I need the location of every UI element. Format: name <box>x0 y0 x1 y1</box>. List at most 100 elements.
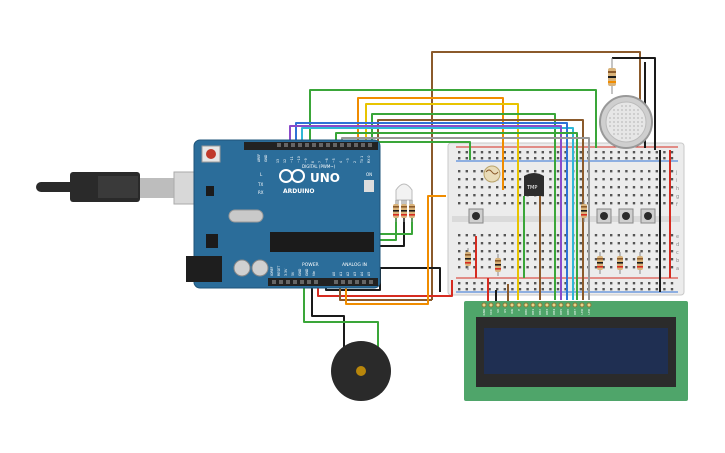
wire-orange-a <box>345 195 446 305</box>
digital-pin-label: ~3 <box>346 158 350 163</box>
lcd-pin-label: DB3 <box>545 309 549 315</box>
tmp-label: TMP <box>526 185 537 191</box>
lcd-pin-label: DB1 <box>531 309 535 315</box>
power-pin-label: RESET <box>277 266 281 276</box>
arduino-logo: ARDUINO UNO <box>279 169 340 195</box>
bb-letter: c <box>676 250 679 256</box>
digital-pin-label: 2 <box>353 161 357 163</box>
digital-pin-label: 13 <box>276 159 280 163</box>
digital-pin-label: RX 0 <box>367 156 371 163</box>
usb-cable[interactable] <box>36 171 197 205</box>
bb-letter: f <box>676 202 678 208</box>
analog-pin-label: A4 <box>360 272 364 276</box>
resistor[interactable] <box>393 200 399 222</box>
wire-buzzer-green <box>303 282 379 356</box>
wire-purple <box>289 125 562 300</box>
power-pin-label: GND <box>305 268 309 276</box>
resistor[interactable] <box>597 252 603 274</box>
bb-letter: j <box>675 170 677 176</box>
led-l-label: L <box>260 172 263 177</box>
lcd-pin-label: DB7 <box>573 309 577 315</box>
resistor-gas[interactable] <box>608 58 616 94</box>
resistor[interactable] <box>401 200 407 222</box>
bb-letter: h <box>676 186 679 192</box>
arduino-brand-text: ARDUINO <box>283 188 314 195</box>
digital-pin-label: 8 <box>311 161 315 163</box>
resistor[interactable] <box>617 252 623 274</box>
resistors-rgb[interactable] <box>393 200 415 222</box>
digital-pin-label: 12 <box>283 159 287 163</box>
digital-label: DIGITAL (PWM~) <box>302 164 336 169</box>
lcd-pin-label: VCC <box>489 309 493 315</box>
digital-pin-label: 7 <box>318 161 322 163</box>
lcd-pin-label: DB6 <box>566 309 570 315</box>
digital-pin-label: ~11 <box>290 156 294 163</box>
power-pin-label: 5V <box>291 271 295 276</box>
resistor[interactable] <box>465 248 471 270</box>
bb-letter: e <box>676 234 679 240</box>
analog-pin-label: A1 <box>339 272 343 276</box>
lcd-pin-label: RW <box>510 309 514 314</box>
lcd-screen <box>484 328 668 374</box>
tmp-sensor[interactable]: TMP <box>524 173 544 196</box>
lcd-pin-label: LED <box>580 309 584 314</box>
wire-blue <box>295 122 568 300</box>
bb-letter: g <box>676 194 679 200</box>
power-jack[interactable] <box>186 256 222 282</box>
push-button[interactable] <box>468 208 484 224</box>
atmega-chip <box>270 232 374 252</box>
digital-header <box>244 142 378 150</box>
bb-letter: b <box>676 258 679 264</box>
lcd-pin-label: LED <box>587 309 591 314</box>
push-buttons[interactable] <box>468 208 656 224</box>
lcd-pin-label: DB0 <box>524 309 528 315</box>
breadboard-row-letters: a b c d e f g h i j <box>675 170 679 272</box>
wire-green-2 <box>371 113 556 300</box>
wire-brown-gas <box>431 51 641 300</box>
lcd-pin-label: RS <box>503 309 507 313</box>
lcd-pin-label: V0 <box>496 309 500 313</box>
resistor[interactable] <box>581 200 587 222</box>
lcd-pin-label: GND <box>482 309 486 315</box>
power-pin-label: 3.3V <box>284 268 288 276</box>
resistors-bb[interactable] <box>465 200 643 276</box>
aref-label: AREF <box>257 154 261 162</box>
digital-pin-label: ~9 <box>304 158 308 163</box>
power-pin-label: Vin <box>312 271 316 276</box>
resistor[interactable] <box>637 252 643 274</box>
lcd-pin-label: DB2 <box>538 309 542 315</box>
push-button[interactable] <box>640 208 656 224</box>
power-pin-label: GND <box>298 268 302 276</box>
photoresistor[interactable] <box>483 165 501 183</box>
power-pin-label: IOREF <box>270 266 274 276</box>
power-header <box>268 278 378 286</box>
power-label: POWER <box>302 262 319 268</box>
bb-letter: a <box>676 266 679 272</box>
analog-pin-label: A3 <box>353 272 357 276</box>
digital-pin-label: ~5 <box>332 158 336 163</box>
bb-letter: i <box>676 178 677 184</box>
lcd-pin-label: E <box>517 309 521 311</box>
push-button[interactable] <box>596 208 612 224</box>
piezo-buzzer[interactable] <box>331 341 391 401</box>
analog-label: ANALOG IN <box>342 262 367 268</box>
digital-pin-label: TX 1 <box>360 156 364 164</box>
on-label: ON <box>366 172 372 177</box>
wire-black-gas <box>612 57 656 150</box>
digital-pin-label: 4 <box>339 161 343 163</box>
push-button[interactable] <box>618 208 634 224</box>
digital-pin-label: ~10 <box>297 156 301 163</box>
wire-green-top <box>309 89 597 148</box>
gas-sensor[interactable] <box>599 95 653 149</box>
arduino-uno[interactable]: ARDUINO UNO DIGITAL (PWM~) POWER ANALOG … <box>186 139 381 289</box>
resistor[interactable] <box>495 254 501 276</box>
wire-cyan <box>301 127 574 300</box>
wire-buzzer-black <box>311 282 345 356</box>
gnd-label: GND <box>264 154 268 162</box>
resistor[interactable] <box>409 200 415 222</box>
digital-pin-label: ~6 <box>325 158 329 163</box>
